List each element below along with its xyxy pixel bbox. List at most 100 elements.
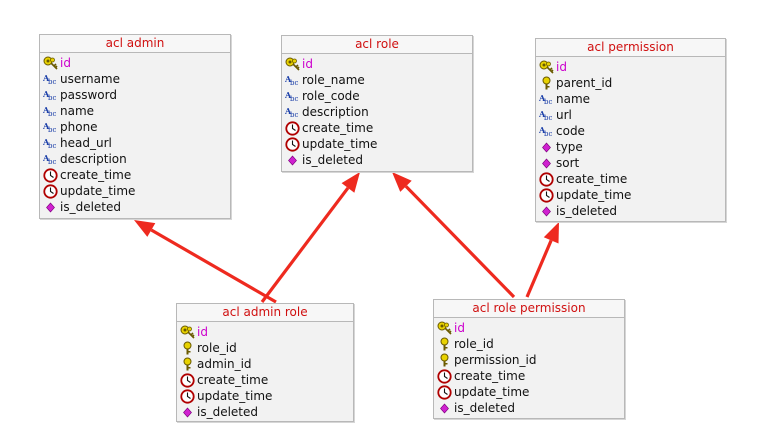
field-row[interactable]: permission_id	[437, 352, 624, 368]
svg-text:c: c	[53, 78, 57, 86]
field-name: parent_id	[556, 76, 613, 90]
svg-text:c: c	[295, 95, 299, 103]
field-row[interactable]: update_time	[43, 183, 230, 199]
arrow-head	[392, 172, 412, 192]
boolean-icon	[539, 156, 554, 171]
field-name: role_id	[454, 337, 494, 351]
field-row[interactable]: id	[539, 59, 725, 75]
datetime-icon	[437, 368, 452, 384]
field-row[interactable]: role_id	[180, 340, 353, 356]
svg-text:A: A	[43, 73, 50, 83]
boolean-icon	[43, 200, 58, 215]
field-row[interactable]: update_time	[539, 187, 725, 203]
datetime-icon	[285, 120, 300, 136]
field-row[interactable]: update_time	[180, 388, 353, 404]
primary-key-icon	[43, 56, 58, 71]
entity-title: acl admin role	[177, 304, 353, 322]
field-row[interactable]: sort	[539, 155, 725, 171]
field-row[interactable]: id	[43, 55, 230, 71]
field-row[interactable]: update_time	[285, 136, 472, 152]
svg-text:b: b	[290, 95, 295, 103]
field-row[interactable]: id	[285, 56, 472, 72]
field-name: role_name	[302, 73, 365, 87]
boolean-icon	[437, 401, 452, 416]
field-row[interactable]: type	[539, 139, 725, 155]
relation-line	[260, 187, 350, 303]
field-row[interactable]: role_id	[437, 336, 624, 352]
field-row[interactable]: create_time	[43, 167, 230, 183]
field-row[interactable]: parent_id	[539, 75, 725, 91]
field-row[interactable]: create_time	[180, 372, 353, 388]
datetime-icon	[539, 171, 554, 187]
svg-text:A: A	[285, 74, 292, 84]
field-row[interactable]: is_deleted	[437, 400, 624, 416]
svg-text:A: A	[285, 90, 292, 100]
field-row[interactable]: create_time	[539, 171, 725, 187]
datetime-icon	[180, 372, 195, 388]
field-row[interactable]: create_time	[437, 368, 624, 384]
field-name: role_id	[197, 341, 237, 355]
svg-text:c: c	[53, 110, 57, 118]
field-name: permission_id	[454, 353, 537, 367]
field-name: is_deleted	[197, 405, 259, 419]
field-name: code	[556, 124, 585, 138]
svg-text:c: c	[549, 130, 553, 138]
field-row[interactable]: id	[437, 320, 624, 336]
field-name: phone	[60, 120, 98, 134]
field-name: id	[60, 56, 71, 70]
datetime-icon	[180, 388, 195, 404]
field-name: create_time	[197, 373, 269, 387]
svg-text:b: b	[290, 111, 295, 119]
foreign-key-icon	[437, 337, 452, 352]
field-row[interactable]: is_deleted	[43, 199, 230, 215]
svg-text:A: A	[539, 93, 546, 103]
field-name: id	[302, 57, 313, 71]
datetime-icon	[43, 167, 58, 183]
svg-text:c: c	[53, 126, 57, 134]
boolean-icon	[539, 204, 554, 219]
svg-text:c: c	[549, 114, 553, 122]
field-row[interactable]: update_time	[437, 384, 624, 400]
primary-key-icon	[437, 321, 452, 336]
field-name: type	[556, 140, 583, 154]
field-row[interactable]: create_time	[285, 120, 472, 136]
field-row[interactable]: is_deleted	[539, 203, 725, 219]
svg-text:A: A	[43, 121, 50, 131]
field-row[interactable]: id	[180, 324, 353, 340]
svg-text:c: c	[295, 111, 299, 119]
field-row[interactable]: is_deleted	[180, 404, 353, 420]
relation-line	[150, 228, 277, 304]
svg-text:A: A	[539, 125, 546, 135]
foreign-key-icon	[437, 353, 452, 368]
svg-text:A: A	[43, 137, 50, 147]
field-name: update_time	[454, 385, 530, 399]
datetime-icon	[43, 183, 58, 199]
foreign-key-icon	[180, 341, 195, 356]
field-name: username	[60, 72, 120, 86]
field-row[interactable]: is_deleted	[285, 152, 472, 168]
field-row[interactable]: admin_id	[180, 356, 353, 372]
